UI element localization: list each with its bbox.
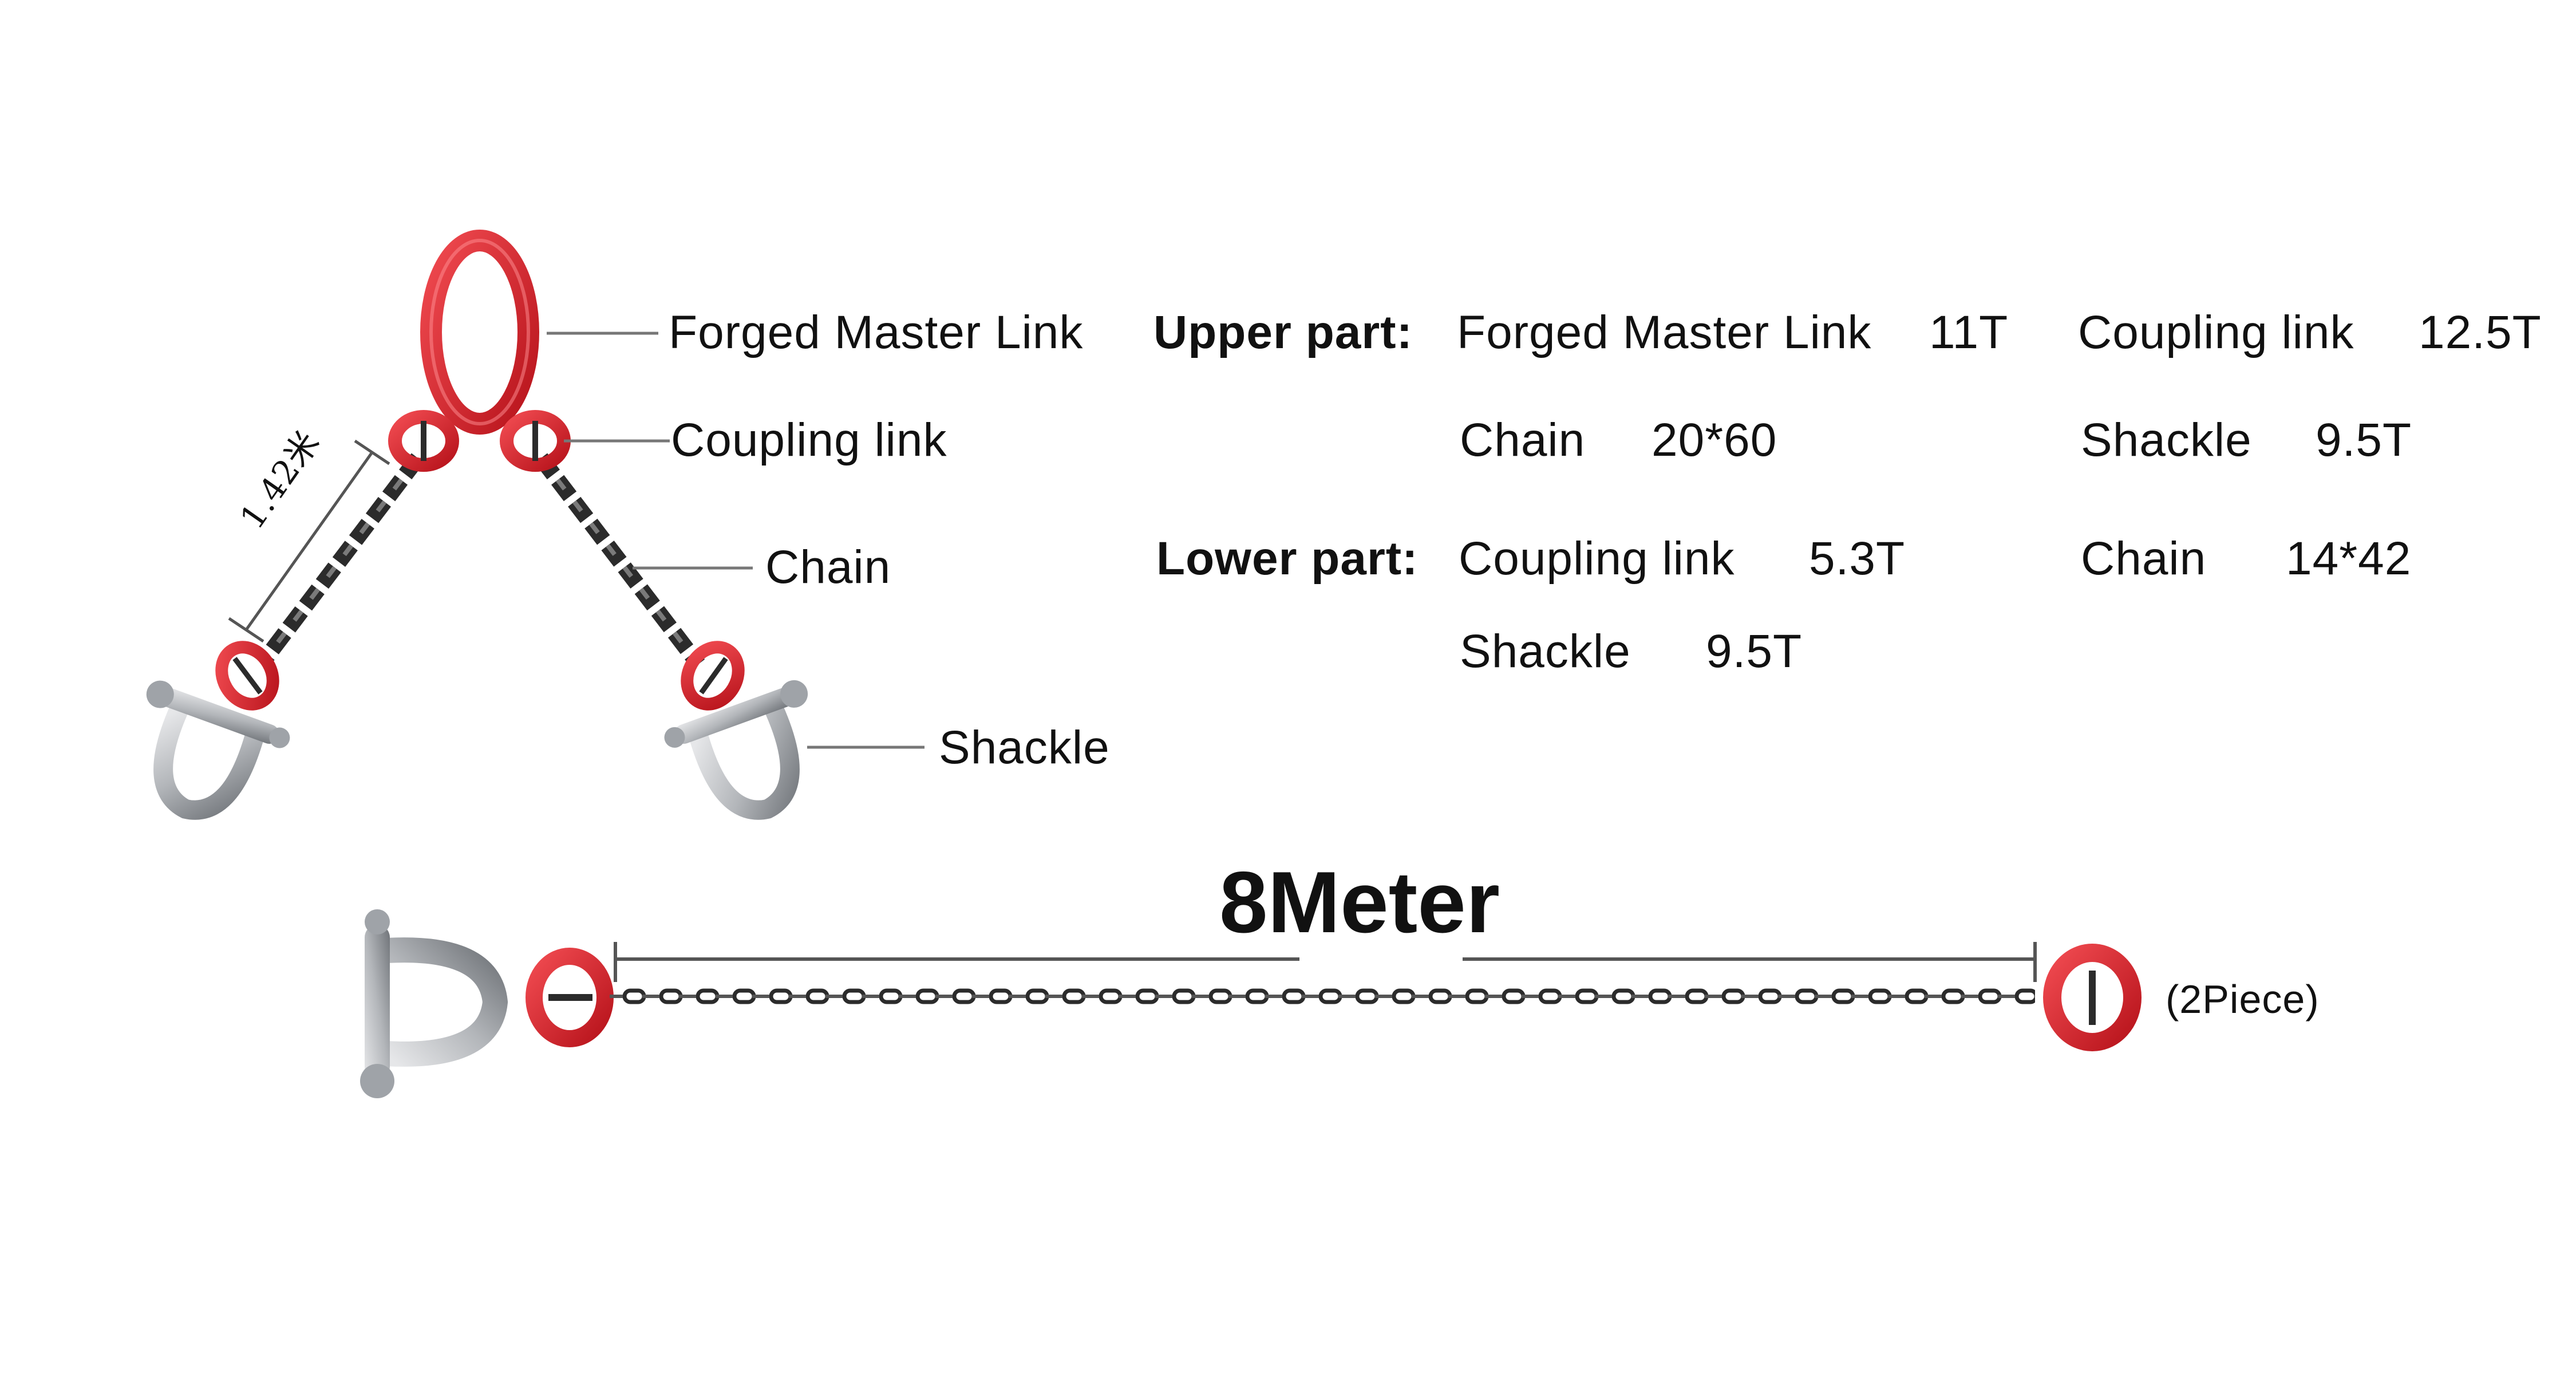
leg-length-dimension — [228, 439, 390, 643]
shackle-right-icon — [664, 680, 808, 820]
callout-leaders — [547, 332, 924, 749]
extension-coupling-left-icon — [526, 948, 614, 1047]
coupling-link-right-icon — [500, 410, 571, 472]
left-leg-chain-icon — [256, 453, 425, 667]
shackle-left-icon — [146, 680, 290, 820]
spec-upper-master-link-value: 11T — [1929, 306, 2009, 358]
lower-part-heading: Lower part: — [1156, 533, 1419, 585]
callout-master-link: Forged Master Link — [669, 306, 1084, 358]
extension-length-label: 8Meter — [1219, 854, 1500, 951]
spec-upper-shackle-value: 9.5T — [2316, 414, 2412, 466]
master-link-icon — [420, 230, 539, 435]
extension-quantity-label: (2Piece) — [2166, 977, 2320, 1022]
spec-lower-coupling-value: 5.3T — [1809, 533, 1906, 585]
spec-lower-shackle-name: Shackle — [1460, 625, 1631, 677]
spec-lower-chain-name: Chain — [2081, 533, 2207, 585]
spec-upper-chain-value: 20*60 — [1652, 414, 1777, 466]
length-dimension-bracket — [614, 942, 2037, 982]
spec-upper-coupling-value: 12.5T — [2419, 306, 2542, 358]
coupling-link-lower-right-icon — [681, 641, 745, 711]
extension-coupling-right-icon — [2043, 944, 2142, 1051]
spec-upper-shackle-name: Shackle — [2081, 414, 2252, 466]
spec-upper-chain-name: Chain — [1460, 414, 1586, 466]
spec-upper-coupling-name: Coupling link — [2078, 306, 2354, 358]
spec-lower-shackle-value: 9.5T — [1706, 625, 1803, 677]
right-leg-chain-icon — [534, 453, 705, 669]
callout-coupling-link: Coupling link — [671, 414, 947, 466]
extension-chain-icon — [610, 986, 2035, 1009]
spec-lower-coupling-name: Coupling link — [1459, 533, 1735, 585]
spec-lower-chain-value: 14*42 — [2286, 533, 2412, 585]
extension-shackle-icon — [360, 909, 508, 1098]
coupling-link-lower-left-icon — [215, 641, 279, 711]
upper-part-heading: Upper part: — [1153, 306, 1413, 358]
spec-upper-master-link-name: Forged Master Link — [1457, 306, 1872, 358]
callout-shackle: Shackle — [939, 721, 1110, 774]
callout-chain: Chain — [765, 541, 891, 593]
coupling-link-left-icon — [388, 410, 459, 472]
